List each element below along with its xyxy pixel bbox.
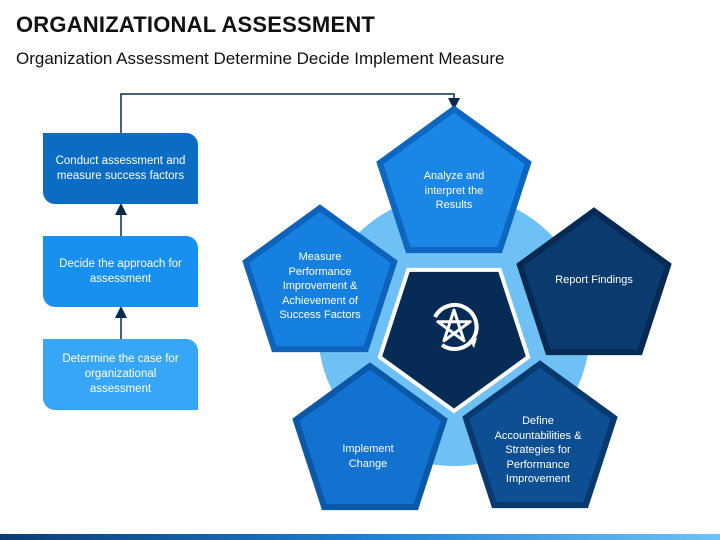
pentagon-analyze-label: Analyze and interpret the Results <box>423 170 485 211</box>
pentagon-measure-label: Measure Performance Improvement & Achiev… <box>279 251 361 321</box>
step-decide-approach: Decide the approach for assessment <box>43 236 198 307</box>
pentagon-report-label: Report Findings <box>555 274 633 286</box>
pentagram-cycle-icon <box>433 303 479 351</box>
pentagon-define <box>462 360 618 509</box>
connector-step1-to-analyze <box>120 93 460 133</box>
bottom-accent-bar <box>0 534 720 540</box>
pentagon-implement-label: Implement Change <box>342 443 394 470</box>
step-conduct-assessment: Conduct assessment and measure success f… <box>43 133 198 204</box>
page-subtitle: Organization Assessment Determine Decide… <box>16 49 505 68</box>
pentagon-report <box>516 207 672 356</box>
pentagon-implement <box>292 362 448 511</box>
page-title: ORGANIZATIONAL ASSESSMENT <box>16 12 376 37</box>
pentagon-measure <box>242 204 398 353</box>
pentagon-analyze <box>376 105 532 254</box>
pentagon-define-label: Define Accountabilities & Strategies for… <box>494 415 582 485</box>
pentagon-center <box>377 267 531 414</box>
step-determine-case: Determine the case for organizational as… <box>43 339 198 410</box>
